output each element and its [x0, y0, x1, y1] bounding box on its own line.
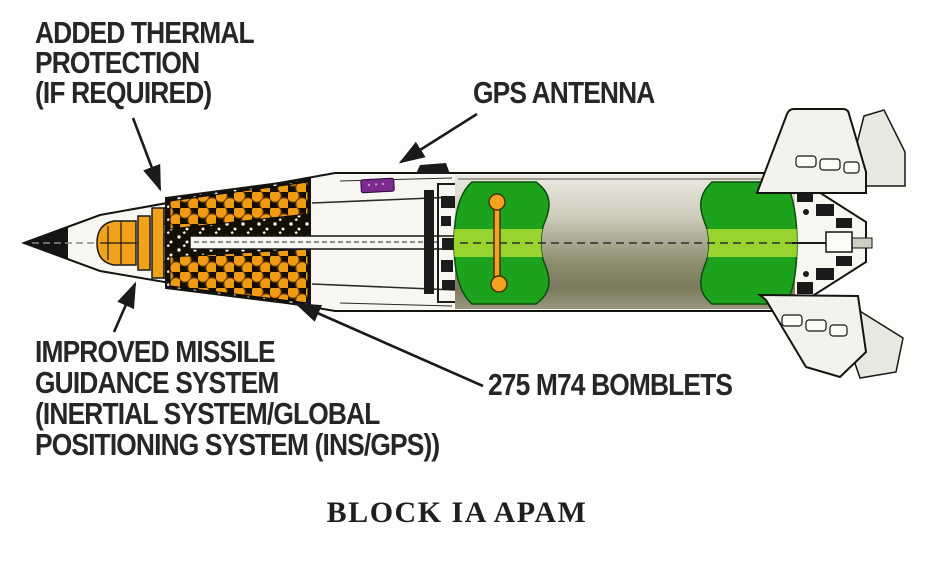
diagram-title: BLOCK IA APAM	[326, 496, 588, 529]
callout-line: GUIDANCE SYSTEM	[35, 365, 279, 400]
fin-root-slots	[781, 155, 860, 337]
callout-line: GPS ANTENNA	[473, 75, 655, 110]
nozzle-assembly	[792, 190, 873, 294]
arrow-bomblets	[294, 302, 484, 388]
tail-fin-top	[755, 108, 867, 194]
igniter	[488, 193, 508, 293]
tail-fin-bottom	[757, 293, 868, 379]
callout-line: PROTECTION	[35, 45, 200, 80]
arrow-gps-antenna	[398, 112, 478, 164]
callout-line: ADDED THERMAL	[35, 15, 255, 50]
callout-line: 275 M74 BOMBLETS	[488, 367, 733, 402]
callout-bomblets: 275 M74 BOMBLETS	[488, 367, 733, 402]
callout-line: (INERTIAL SYSTEM/GLOBAL	[35, 396, 380, 431]
callout-thermal-protection: ADDED THERMAL PROTECTION (IF REQUIRED)	[35, 15, 255, 110]
bomblet-band-bottom	[169, 248, 309, 304]
callout-line: IMPROVED MISSILE	[35, 334, 276, 369]
nozzle-exit	[825, 231, 853, 253]
callout-guidance-system: IMPROVED MISSILE GUIDANCE SYSTEM (INERTI…	[35, 334, 440, 462]
gps-antenna-chip	[360, 177, 395, 194]
cable-raceway	[416, 163, 450, 174]
callout-line: (IF REQUIRED)	[35, 75, 212, 110]
bomblet-band-top	[169, 181, 309, 230]
callout-gps-antenna: GPS ANTENNA	[473, 75, 655, 110]
gps-antenna-markings	[367, 182, 385, 187]
arrow-guidance-system	[112, 281, 137, 333]
callout-line: POSITIONING SYSTEM (INS/GPS))	[35, 427, 440, 462]
arrow-thermal-protection	[131, 117, 162, 192]
